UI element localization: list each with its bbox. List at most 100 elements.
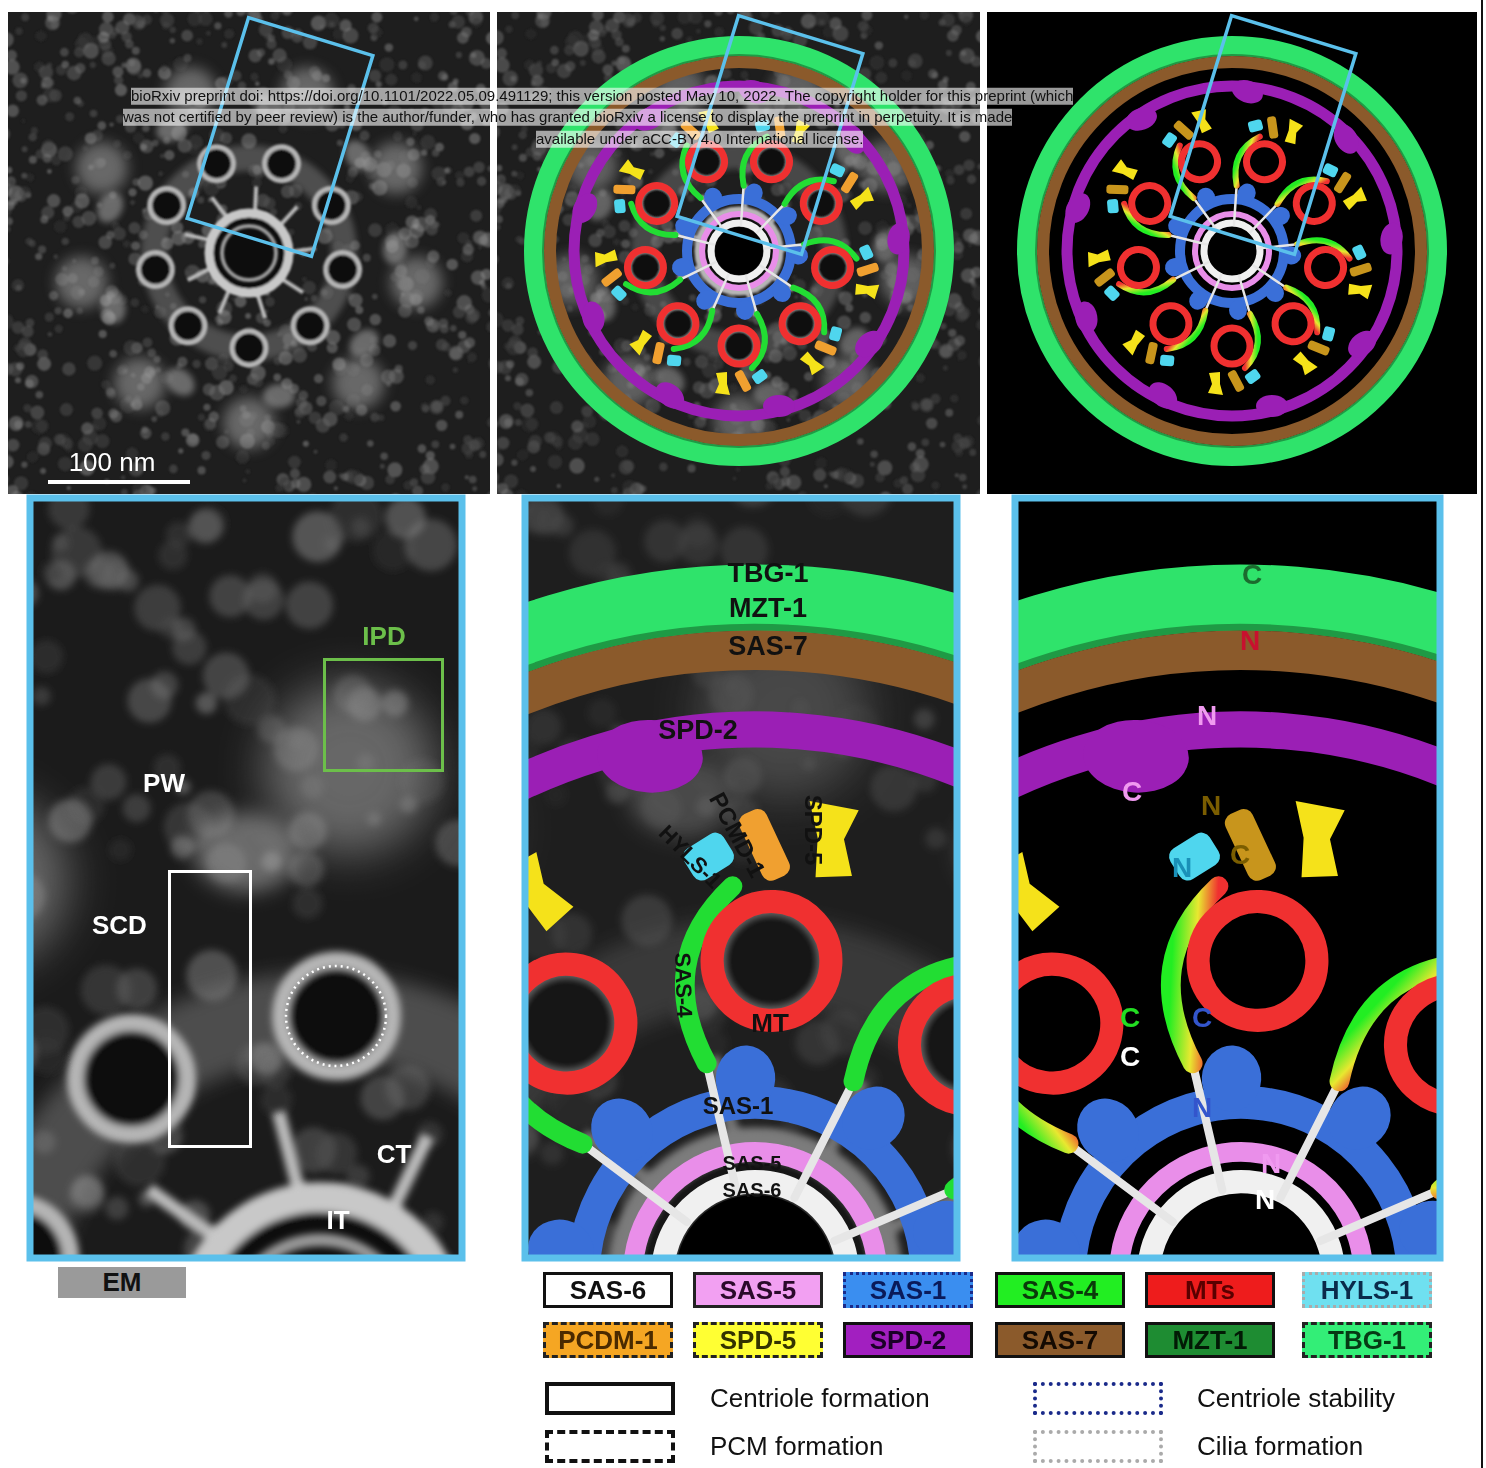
em-grain: [516, 171, 524, 179]
em-grain: [536, 12, 551, 20]
em-grain: [434, 222, 440, 228]
em-grain: [486, 491, 490, 494]
em-grain: [9, 416, 24, 431]
em-pinwheel: [92, 188, 129, 228]
em-grain: [875, 473, 885, 483]
em-grain: [133, 132, 145, 144]
em-grain: [102, 1194, 131, 1223]
spd-5-shape: [1282, 119, 1304, 146]
pcmd-1-shape: [1106, 185, 1128, 195]
em-grain: [425, 215, 435, 225]
em-grain: [43, 154, 52, 163]
em-grain: [659, 463, 668, 472]
em-grain: [963, 228, 977, 242]
sas-1-blob: [787, 245, 810, 266]
em-grain: [289, 884, 327, 922]
microtubule: [1146, 298, 1197, 349]
em-grain: [33, 1024, 43, 1082]
em-grain: [147, 348, 156, 357]
spd-5-shape: [593, 248, 618, 267]
em-grain: [8, 50, 17, 61]
em-grain: [489, 356, 490, 371]
em-grain: [15, 377, 21, 383]
spd-2-lobe: [1073, 300, 1100, 335]
em-grain: [280, 576, 339, 635]
em-grain: [60, 403, 73, 416]
em-grain: [954, 164, 965, 175]
em-grain: [571, 420, 583, 432]
em-grain: [142, 306, 149, 313]
em-grain: [369, 183, 376, 190]
em-grain: [379, 57, 394, 72]
em-grain: [471, 270, 486, 285]
em-grain: [123, 240, 130, 247]
em-grain: [25, 379, 34, 388]
em-outer-blob: [66, 132, 137, 203]
em-grain: [464, 337, 475, 348]
em-grain: [959, 131, 970, 142]
pcmd-1-shape: [1307, 340, 1331, 357]
em-grain: [486, 321, 490, 332]
em-grain: [588, 234, 602, 248]
hyls-1-shape: [829, 162, 846, 178]
sas-6-spoke: [760, 259, 793, 295]
em-grain: [976, 319, 980, 330]
em-grain: [380, 501, 430, 543]
em-grain: [413, 131, 417, 135]
em-grain: [618, 220, 630, 232]
em-grain: [35, 391, 43, 399]
em-grain: [453, 367, 458, 372]
spd-2-lobe: [885, 221, 912, 256]
em-grain: [515, 377, 524, 386]
sas-1-blob: [1229, 300, 1247, 320]
em-grain: [548, 455, 562, 469]
zoom-region-box: [187, 18, 373, 257]
em-grain: [152, 140, 159, 147]
spd-5-shape: [619, 158, 646, 182]
em-outer-blob: [361, 132, 432, 203]
em-grain: [519, 131, 527, 139]
em-grain: [814, 12, 830, 26]
pcmd-1-shape: [600, 267, 623, 288]
em-grain: [380, 453, 387, 460]
spd-2-lobe: [651, 377, 690, 414]
hyls-1-shape: [614, 199, 626, 214]
em-grain: [704, 20, 711, 27]
em-grain: [8, 448, 10, 456]
microtubule: [1214, 328, 1250, 364]
em-microtubule: [232, 331, 266, 365]
em-outer-blob: [103, 347, 176, 420]
em-grain: [469, 439, 481, 451]
em-grain: [615, 38, 624, 47]
em-grain: [772, 12, 782, 13]
em-grain: [270, 12, 279, 20]
em-grain: [95, 434, 109, 448]
em-grain: [682, 358, 690, 366]
pcmd-1-shape: [840, 171, 859, 194]
em-grain: [263, 197, 276, 210]
em-image: [497, 12, 980, 494]
em-grain: [901, 70, 912, 81]
em-grain: [87, 355, 102, 370]
em-grain: [8, 314, 14, 329]
em-grain: [266, 39, 276, 49]
em-noise: [497, 12, 980, 494]
em-grain: [497, 483, 508, 494]
em-grain: [687, 194, 694, 201]
em-grain: [414, 17, 419, 22]
em-grain: [794, 295, 798, 299]
em-grain: [815, 457, 827, 469]
em-grain: [98, 236, 112, 250]
em-grain: [858, 21, 869, 32]
em-grain: [497, 30, 504, 45]
em-grain: [48, 332, 53, 337]
em-grain: [967, 175, 976, 184]
em-grain: [509, 184, 521, 196]
em-grain: [515, 489, 528, 494]
em-grain: [123, 340, 138, 355]
microtubule: [653, 298, 704, 349]
em-grain: [160, 154, 165, 159]
em-grain: [197, 466, 205, 474]
em-grain: [594, 477, 599, 482]
em-grain: [112, 222, 120, 230]
